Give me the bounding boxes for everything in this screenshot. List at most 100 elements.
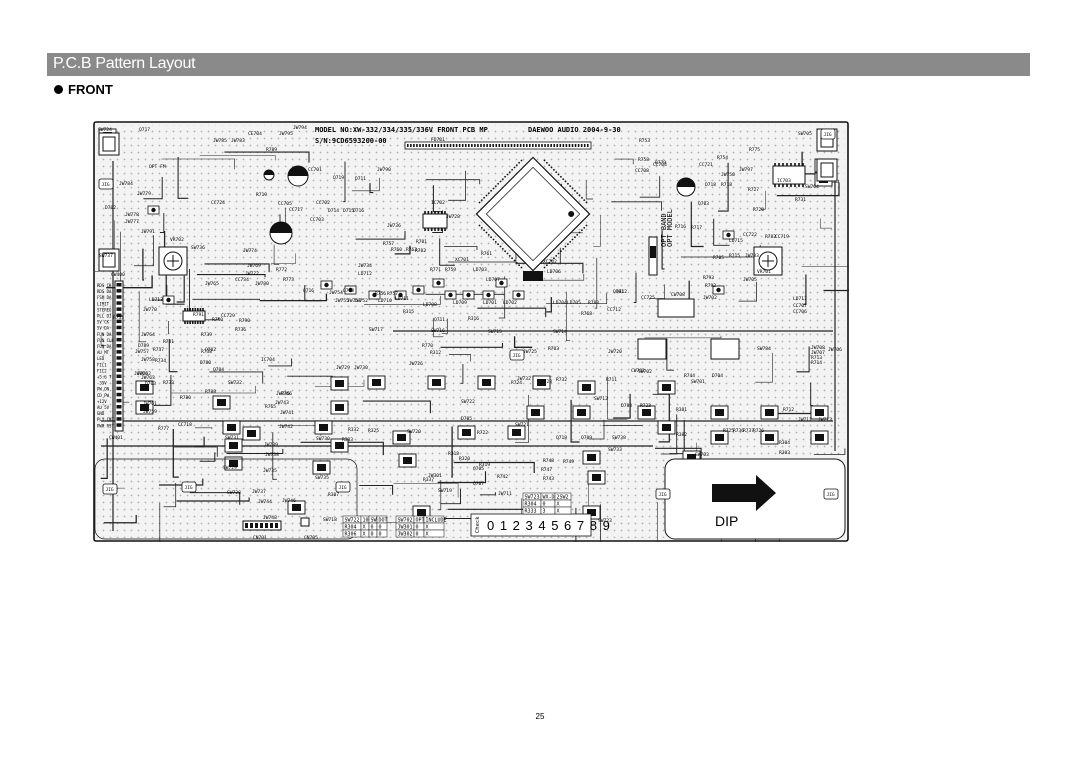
ld702-led xyxy=(462,290,475,300)
table-cell: 2SW2 xyxy=(557,495,569,501)
label-jw744: JW744 xyxy=(258,499,272,505)
label-r747: R747 xyxy=(541,467,552,473)
label-r728: R728 xyxy=(541,379,552,385)
table-cell: INCLUDE xyxy=(426,518,447,524)
side-label: STEREO xyxy=(97,307,112,312)
label-jw301: JW301 xyxy=(428,473,442,479)
side-label: PW ON xyxy=(97,387,110,392)
label-q702: Q702 xyxy=(205,347,216,353)
sw714-switch xyxy=(532,375,551,390)
label-r743: R743 xyxy=(543,476,554,482)
jig-marker: JIG xyxy=(823,488,839,500)
jig-marker: JIG xyxy=(509,349,525,361)
label-cc719: CC719 xyxy=(775,234,789,240)
label-r773: R773 xyxy=(283,277,294,283)
label-r734: R734 xyxy=(155,358,166,364)
label-sw735: SW735 xyxy=(315,475,329,481)
label-r775: R775 xyxy=(749,147,760,153)
label-jw761: JW761 xyxy=(143,401,157,407)
label-cw401: CW401 xyxy=(109,435,123,441)
side-label: FUN DA xyxy=(97,332,112,337)
label-q709: Q709 xyxy=(581,435,592,441)
label-ld701: LD701 xyxy=(483,300,497,306)
label-cc734: CC734 xyxy=(235,277,249,283)
label-ld707: LD707 xyxy=(486,277,500,283)
sw751-switch xyxy=(637,405,656,420)
label-r738: R738 xyxy=(201,349,212,355)
ld716-led xyxy=(147,205,160,215)
label-jw762: JW762 xyxy=(137,371,151,377)
jig-label: JIG xyxy=(824,132,832,138)
label-jw720: JW720 xyxy=(608,349,622,355)
sw742-switch xyxy=(398,453,417,468)
label-r791: R791 xyxy=(193,312,204,318)
label-jw769: JW769 xyxy=(247,263,261,269)
label-sw719: SW719 xyxy=(438,488,452,494)
label-sw702: SW702 xyxy=(638,369,652,375)
side-label: AU 5V xyxy=(97,405,110,410)
label-vr701: VR701 xyxy=(757,269,771,275)
label-ld711: LD711 xyxy=(395,296,409,302)
lower-left-area xyxy=(94,458,358,540)
label-ld705: LD705 xyxy=(567,300,581,306)
label-r718: R718 xyxy=(721,182,732,188)
label-r777: R777 xyxy=(158,426,169,432)
label-opt-band: OPT BAND xyxy=(660,213,668,247)
label-r744: R744 xyxy=(684,373,695,379)
label-jw702: JW702 xyxy=(703,295,717,301)
label-jw748: JW748 xyxy=(263,515,277,521)
label-ic703: IC703 xyxy=(777,178,791,184)
jig-label: JIG xyxy=(106,487,114,493)
label-jw725: JW725 xyxy=(523,349,537,355)
table-cell: 10 xyxy=(363,518,369,524)
table-cell: OPT xyxy=(416,518,425,524)
ld708-led xyxy=(394,290,407,300)
side-label: LED xyxy=(97,356,105,361)
table-cell: R304 xyxy=(345,525,357,531)
label-d703: D703 xyxy=(145,381,156,387)
label-jw708: JW708 xyxy=(811,345,825,351)
label-cc706: CC706 xyxy=(793,309,807,315)
side-label: FUN DA xyxy=(97,344,112,349)
label-q705: Q705 xyxy=(473,466,484,472)
page-title: P.C.B Pattern Layout xyxy=(53,55,196,72)
label-cc724: CC724 xyxy=(211,200,225,206)
sw720-switch xyxy=(392,430,411,445)
label-cc707: CC707 xyxy=(793,303,807,309)
label-jw755: JW755 xyxy=(335,298,349,304)
table-cell: R333 xyxy=(525,509,537,515)
jig-marker: JIG xyxy=(820,128,836,140)
ld707-led xyxy=(412,285,425,295)
label-jw706: JW706 xyxy=(828,347,842,353)
label-jw705: JW705 xyxy=(743,277,757,283)
label-r765: R765 xyxy=(265,404,276,410)
label-cc721: CC721 xyxy=(699,162,713,168)
label-jw758: JW758 xyxy=(141,357,155,363)
table-cell: SW723 xyxy=(525,495,540,501)
ic703-chip xyxy=(772,163,806,187)
label-jw783: JW783 xyxy=(231,138,245,144)
sw739-switch xyxy=(224,438,243,453)
label-ld703: LD703 xyxy=(473,267,487,273)
label-r782: R782 xyxy=(765,234,776,240)
label-r779: R779 xyxy=(655,160,666,166)
label-jw743: JW743 xyxy=(275,400,289,406)
ld706-led xyxy=(495,278,508,288)
side-label: 5V CK xyxy=(97,320,110,325)
label-sw718: SW718 xyxy=(323,517,337,523)
label-q717: Q717 xyxy=(139,127,150,133)
jig-label: JIG xyxy=(827,492,835,498)
socket-block-3 xyxy=(710,338,740,360)
label-cn705: CN705 xyxy=(304,535,318,541)
sw718-switch xyxy=(287,500,306,515)
sw732-switch xyxy=(242,426,261,441)
label-sw732: SW732 xyxy=(228,380,242,386)
sw733-switch xyxy=(582,450,601,465)
label-ld702: LD702 xyxy=(503,300,517,306)
label-jw750: JW750 xyxy=(721,172,735,178)
jig-label: JIG xyxy=(102,182,110,188)
label-jw795: JW795 xyxy=(279,131,293,137)
table-cell: 3 xyxy=(543,509,546,515)
label-vr702: VR702 xyxy=(170,237,184,243)
